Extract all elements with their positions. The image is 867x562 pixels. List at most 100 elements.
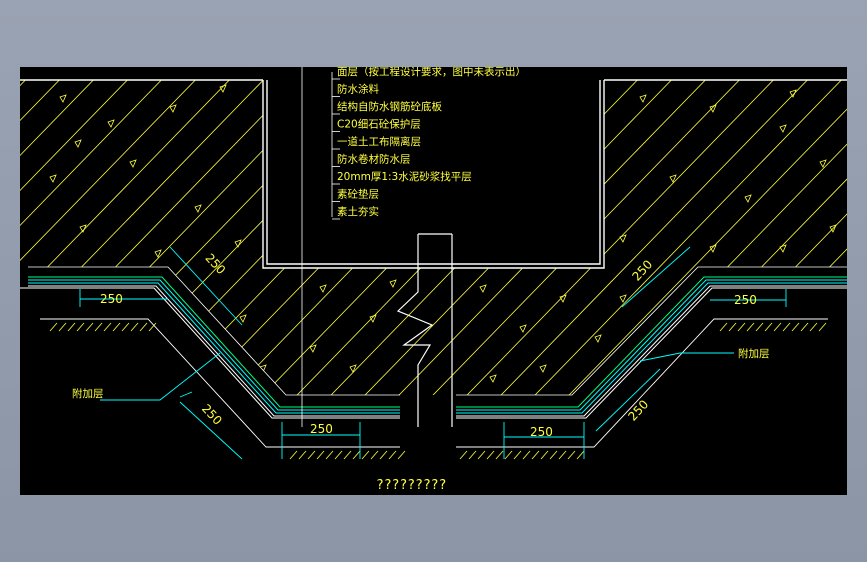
dim-right-top-flat: 250 <box>734 293 757 307</box>
hatch-line <box>537 80 847 395</box>
ground-tick <box>549 450 558 460</box>
aggregate-triangle <box>74 139 82 148</box>
ground-tick <box>67 322 76 332</box>
ground-tick <box>139 322 148 332</box>
ground-tick <box>325 450 334 460</box>
ground-tick <box>468 450 477 460</box>
hatch-line <box>20 80 39 395</box>
callout-leaders <box>100 352 734 401</box>
ground-tick <box>495 450 504 460</box>
ground-tick <box>486 450 495 460</box>
aggregate-triangle <box>619 234 627 243</box>
hatch-line <box>605 80 847 395</box>
aggregate-triangle <box>479 284 487 293</box>
aggregate-triangle <box>669 174 677 183</box>
ground-hatch <box>49 322 827 460</box>
aggregate-triangle <box>709 104 717 113</box>
callout-left-additional-layer: 附加层 <box>72 387 104 400</box>
hatch-line <box>401 80 753 395</box>
aggregate-triangle <box>107 119 115 128</box>
aggregate-markers <box>49 84 837 383</box>
ground-tick <box>352 450 361 460</box>
ground-tick <box>334 450 343 460</box>
ground-tick <box>379 450 388 460</box>
aggregate-triangle <box>154 249 162 258</box>
ground-tick <box>121 322 130 332</box>
callout-right-additional-layer: 附加层 <box>738 347 770 360</box>
aggregate-triangle <box>79 224 87 233</box>
ground-tick <box>316 450 325 460</box>
aggregate-triangle <box>819 159 827 168</box>
ground-tick <box>148 322 157 332</box>
hatch-line <box>435 80 787 395</box>
ground-tick <box>522 450 531 460</box>
aggregate-triangle <box>619 294 627 303</box>
ground-tick <box>361 450 370 460</box>
dim-right-bottom-slope: 250 <box>625 397 651 423</box>
cushion-layer <box>40 318 828 448</box>
ground-tick <box>85 322 94 332</box>
aggregate-triangle <box>129 159 137 168</box>
leader-lines <box>301 67 333 427</box>
ground-tick <box>567 450 576 460</box>
ground-tick <box>298 450 307 460</box>
layer-label: 防水卷材防水层 <box>337 153 411 166</box>
leader-ticks <box>332 78 340 220</box>
ground-tick <box>800 322 809 332</box>
hatch-line <box>843 80 847 395</box>
dim-right-bottom-flat: 250 <box>530 425 553 439</box>
hatch-line <box>775 80 847 395</box>
ground-tick <box>343 450 352 460</box>
ground-tick <box>755 322 764 332</box>
ground-tick <box>459 450 468 460</box>
hatch-line <box>571 80 847 395</box>
aggregate-triangle <box>829 224 837 233</box>
ground-tick <box>764 322 773 332</box>
ground-tick <box>49 322 58 332</box>
ground-tick <box>504 450 513 460</box>
layer-label: 素砼垫层 <box>337 188 379 201</box>
break-line <box>396 233 453 427</box>
hatch-line <box>639 80 847 395</box>
layer-label: 素土夯实 <box>337 205 379 218</box>
hatch-line <box>20 80 209 395</box>
aggregate-triangle <box>779 124 787 133</box>
hatch-line <box>20 80 141 395</box>
ground-tick <box>130 322 139 332</box>
aggregate-triangle <box>779 244 787 253</box>
ground-tick <box>388 450 397 460</box>
aggregate-triangle <box>234 239 242 248</box>
aggregate-triangle <box>319 284 327 293</box>
layer-label: 结构自防水钢筋砼底板 <box>337 100 442 113</box>
ground-tick <box>782 322 791 332</box>
layer-label: 防水涂料 <box>337 83 379 96</box>
ground-tick <box>719 322 728 332</box>
ground-tick <box>58 322 67 332</box>
aggregate-triangle <box>559 294 567 303</box>
aggregate-triangle <box>194 204 202 213</box>
ground-tick <box>728 322 737 332</box>
ground-tick <box>94 322 103 332</box>
ground-tick <box>737 322 746 332</box>
hatch-line <box>20 80 107 395</box>
hatch-line <box>20 80 277 395</box>
hatch-line <box>469 80 821 395</box>
structure-outline <box>20 79 847 269</box>
layer-label: 20mm厚1:3水泥砂浆找平层 <box>337 170 472 183</box>
hatch-line <box>20 80 243 395</box>
ground-tick <box>477 450 486 460</box>
hatch-line <box>503 80 847 395</box>
dim-left-bottom-slope: 250 <box>199 401 225 427</box>
layer-label: 一道土工布隔离层 <box>337 135 421 148</box>
ground-tick <box>746 322 755 332</box>
aggregate-triangle <box>259 364 267 373</box>
drawing-svg: 面层（按工程设计要求，图中未表示出）防水涂料结构自防水钢筋砼底板C20细石砼保护… <box>20 67 847 493</box>
aggregate-triangle <box>59 94 67 103</box>
ground-tick <box>576 450 585 460</box>
aggregate-triangle <box>594 334 602 343</box>
layer-labels: 面层（按工程设计要求，图中未表示出）防水涂料结构自防水钢筋砼底板C20细石砼保护… <box>337 67 526 218</box>
aggregate-triangle <box>219 84 227 93</box>
aggregate-triangle <box>789 89 797 98</box>
concrete-hatch <box>20 80 847 395</box>
